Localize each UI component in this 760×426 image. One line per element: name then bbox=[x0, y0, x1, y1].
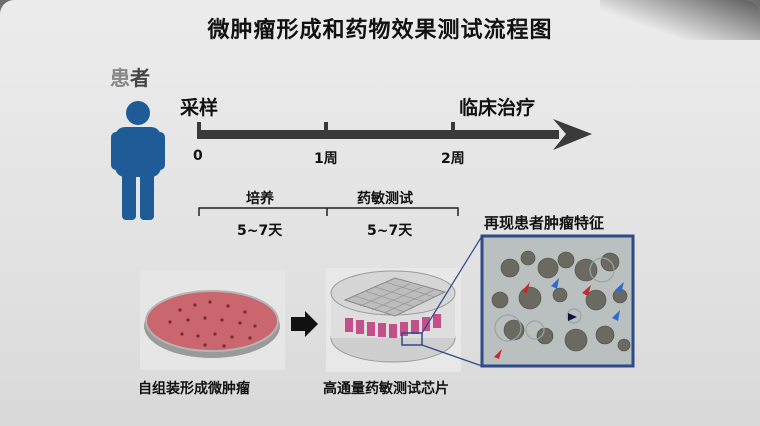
timeline-arrow bbox=[197, 119, 592, 150]
chip-image bbox=[326, 268, 461, 372]
patient-label: 患者 bbox=[110, 62, 150, 91]
person-icon bbox=[111, 101, 165, 220]
timeline-tick-2: 2周 bbox=[441, 151, 465, 167]
micro-tumor-image bbox=[480, 234, 635, 368]
zoom-lines bbox=[421, 235, 483, 367]
timeline-tick-0: 0 bbox=[193, 148, 203, 164]
patient-label-b: 者 bbox=[130, 66, 150, 90]
petri-dish-image bbox=[140, 270, 285, 370]
organoid-caption: 自组装形成微肿瘤 bbox=[138, 381, 250, 397]
timeline-start-label: 采样 bbox=[180, 97, 219, 119]
chip-caption: 高通量药敏测试芯片 bbox=[323, 381, 449, 397]
process-arrow-icon bbox=[291, 311, 318, 337]
phase-culture-duration: 5~7天 bbox=[237, 223, 283, 239]
corner-shade bbox=[600, 0, 760, 40]
phase-drug-test-duration: 5~7天 bbox=[367, 223, 413, 239]
phase-culture: 培养 bbox=[246, 191, 274, 207]
tumor-caption: 再现患者肿瘤特征 bbox=[484, 214, 605, 232]
timeline-tick-1: 1周 bbox=[314, 151, 338, 167]
patient-label-a: 患 bbox=[110, 66, 130, 90]
phase-drug-test: 药敏测试 bbox=[357, 191, 413, 207]
page-title: 微肿瘤形成和药物效果测试流程图 bbox=[207, 18, 553, 43]
timeline-end-label: 临床治疗 bbox=[459, 97, 536, 119]
phase-bracket bbox=[198, 207, 459, 216]
